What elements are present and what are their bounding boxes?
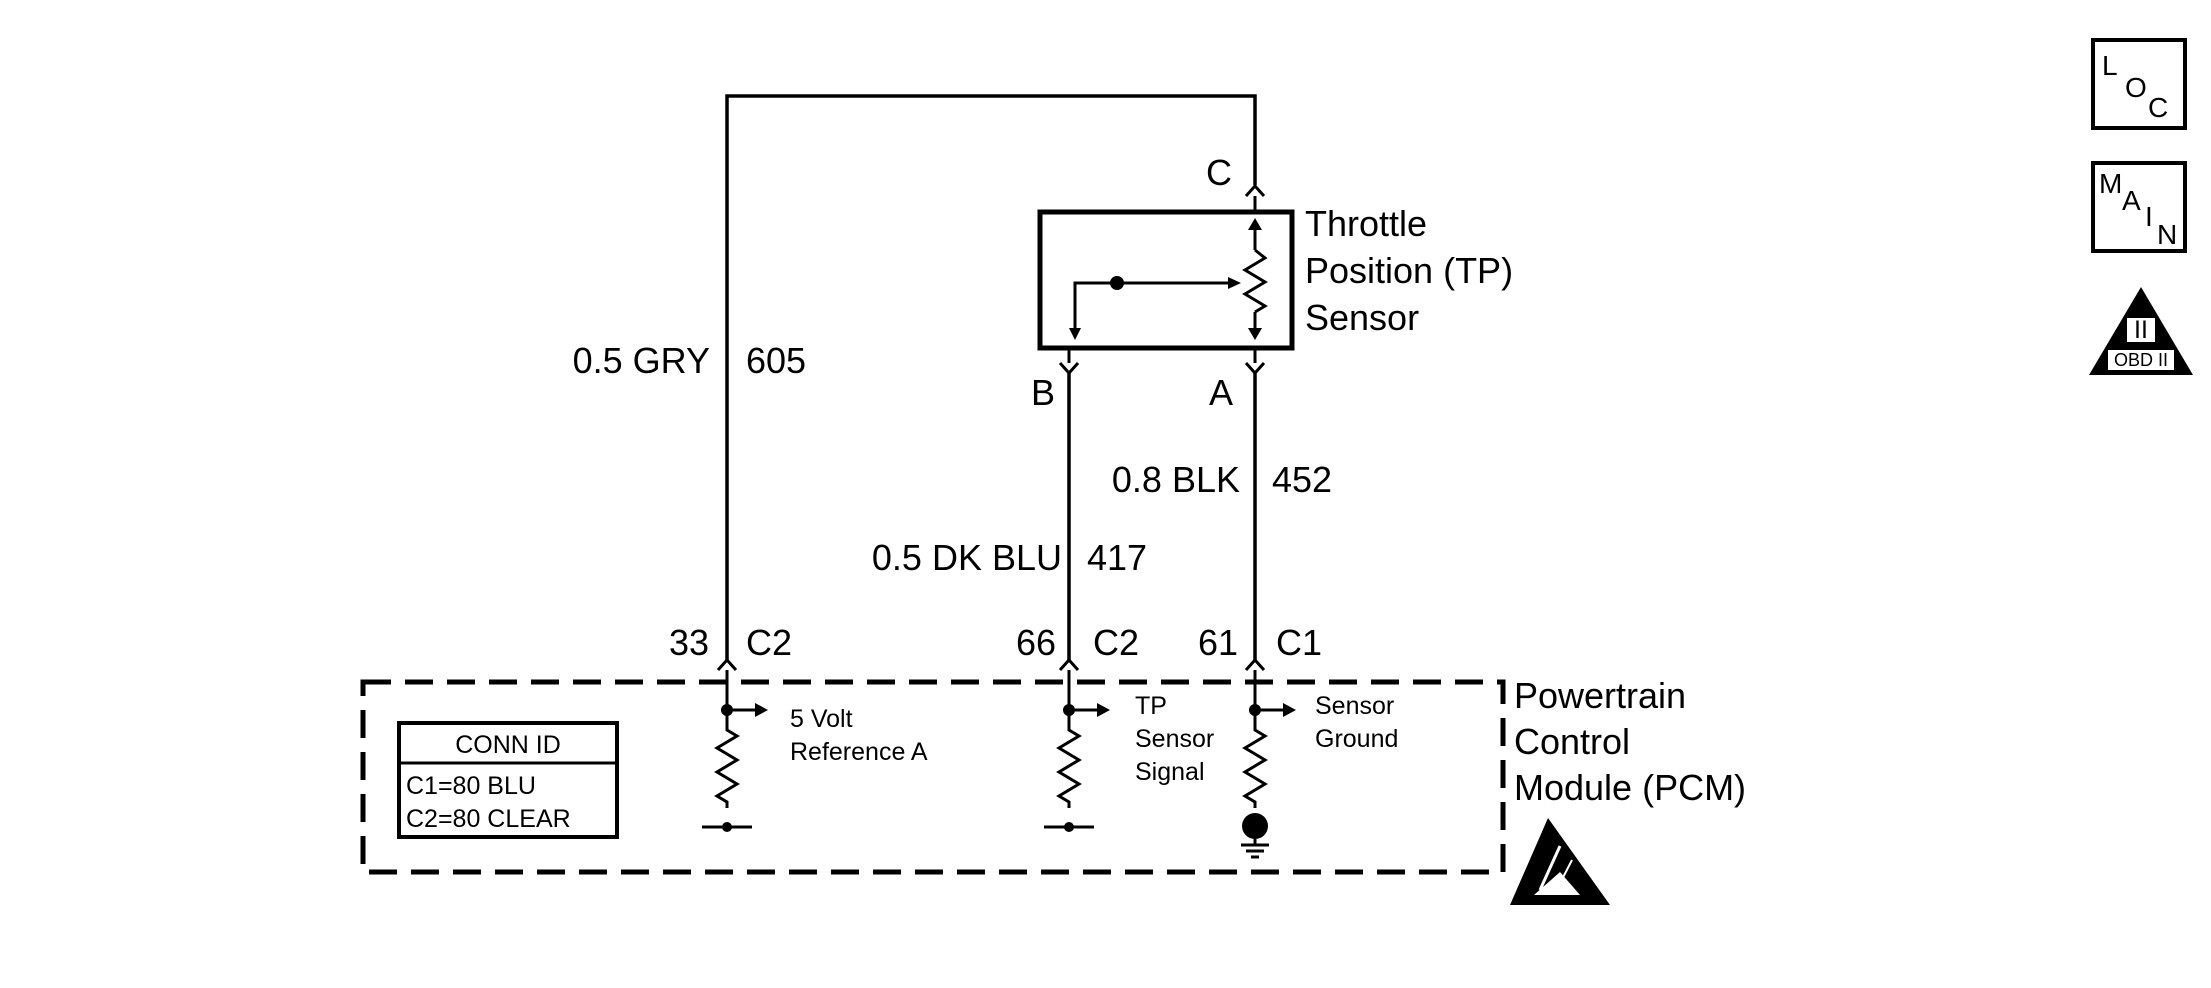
pcm-gnd-conn: C1 <box>1276 622 1322 663</box>
connector-terminals <box>716 183 1266 672</box>
gnd-circuit-line1: Sensor <box>1315 692 1394 720</box>
obd-ii-icon[interactable]: II OBD II <box>2089 287 2193 375</box>
pcm-sig-pin: 66 <box>1016 622 1056 663</box>
esd-warning-icon <box>1510 818 1610 905</box>
conn-id-title: CONN ID <box>455 731 561 759</box>
main-icon-i: I <box>2145 201 2153 232</box>
pcm-gnd-pin: 61 <box>1198 622 1238 663</box>
conn-id-line2: C2=80 CLEAR <box>406 805 571 833</box>
loc-icon-o: O <box>2125 72 2147 103</box>
main-icon-n: N <box>2157 219 2177 250</box>
obd-ii-numeral: II <box>2134 316 2148 344</box>
pcm-name-line2: Control <box>1514 721 1630 762</box>
gnd-circuit-line2: Ground <box>1315 725 1398 753</box>
signal-wire-color: 0.5 DK BLU <box>872 537 1062 578</box>
conn-id-line1: C1=80 BLU <box>406 772 536 800</box>
ground-wire-color: 0.8 BLK <box>1112 459 1240 500</box>
pcm-ref-conn: C2 <box>746 622 792 663</box>
pcm-name-line1: Powertrain <box>1514 675 1686 716</box>
sensor-terminal-b: B <box>1031 372 1055 413</box>
reference-wire-color: 0.5 GRY <box>573 340 710 381</box>
main-icon-a: A <box>2122 185 2141 216</box>
pcm-name-line3: Module (PCM) <box>1514 767 1746 808</box>
tp-sensor <box>1037 196 1295 363</box>
ref-circuit-line1: 5 Volt <box>790 705 853 733</box>
sensor-name-line3: Sensor <box>1305 297 1419 338</box>
main-icon-m: M <box>2099 168 2122 199</box>
pcm-sig-conn: C2 <box>1093 622 1139 663</box>
sig-circuit-line2: Sensor <box>1135 725 1214 753</box>
ground-wire-circuit: 452 <box>1272 459 1332 500</box>
pcm-internal-circuits <box>702 670 1296 859</box>
loc-icon-l: L <box>2102 50 2118 81</box>
pcm-boundary <box>360 679 1506 875</box>
sig-circuit-line3: Signal <box>1135 758 1205 786</box>
reference-wire-circuit: 605 <box>746 340 806 381</box>
conn-id-box: CONN ID C1=80 BLU C2=80 CLEAR <box>397 721 619 839</box>
sensor-terminal-c: C <box>1206 152 1232 193</box>
signal-wire-circuit: 417 <box>1087 537 1147 578</box>
loc-icon[interactable]: L O C <box>2091 38 2187 130</box>
loc-icon-c: C <box>2148 92 2168 123</box>
main-icon[interactable]: M A I N <box>2091 161 2187 253</box>
sensor-terminal-a: A <box>1209 372 1233 413</box>
sensor-name-line2: Position (TP) <box>1305 250 1513 291</box>
ref-circuit-line2: Reference A <box>790 738 928 766</box>
pcm-ref-pin: 33 <box>669 622 709 663</box>
sig-circuit-line1: TP <box>1135 692 1167 720</box>
obd-ii-label: OBD II <box>2114 350 2168 370</box>
wire-reference <box>725 94 1257 662</box>
sensor-name-line1: Throttle <box>1305 203 1427 244</box>
